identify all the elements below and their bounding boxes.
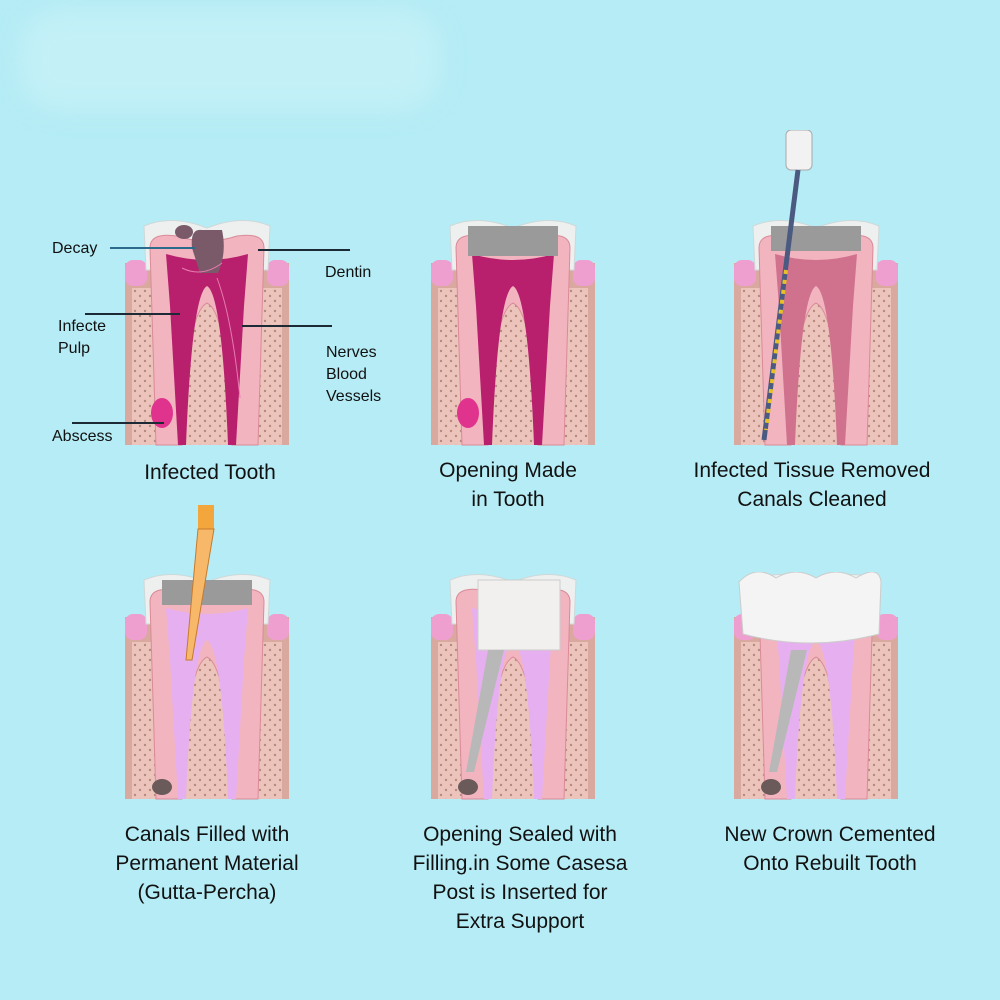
label-decay: Decay bbox=[52, 240, 98, 257]
canals-filled-illustration bbox=[124, 573, 290, 800]
opening-sealed-illustration bbox=[430, 573, 596, 800]
leader-line-pulp bbox=[85, 313, 180, 315]
leader-line-dentin bbox=[258, 249, 350, 251]
leader-line-abscess bbox=[72, 422, 164, 424]
infected-tooth-illustration bbox=[124, 219, 290, 446]
caption-infected-tooth: Infected Tooth bbox=[144, 461, 276, 484]
leader-line-nerves bbox=[242, 325, 332, 327]
endodontic-file-icon bbox=[761, 130, 813, 441]
new-crown-illustration bbox=[733, 572, 899, 800]
label-dentin: Dentin bbox=[325, 264, 372, 281]
gutta-percha-point-icon bbox=[185, 505, 215, 661]
label-abscess: Abscess bbox=[52, 428, 113, 445]
opening-made-illustration bbox=[430, 219, 596, 446]
background-haze bbox=[20, 10, 440, 110]
leader-line-decay bbox=[110, 247, 195, 249]
